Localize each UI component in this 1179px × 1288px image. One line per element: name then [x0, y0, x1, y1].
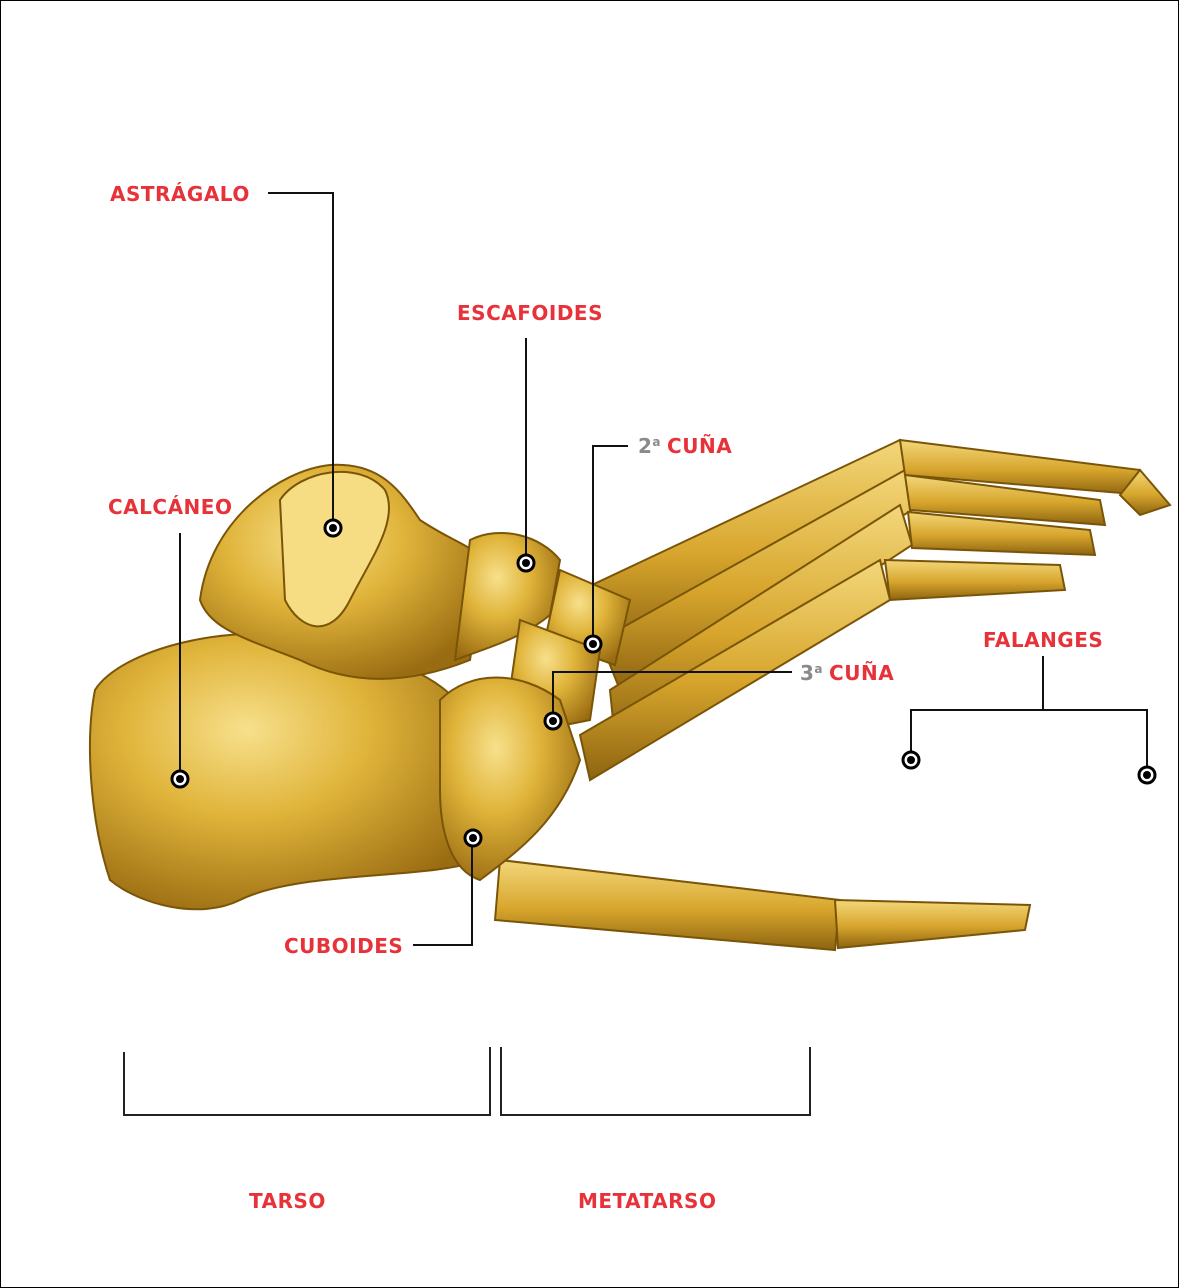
marker-falanges-1 — [903, 752, 919, 768]
label-cuna2-sup: a — [652, 435, 661, 449]
label-tarso: TARSO — [249, 1189, 326, 1213]
label-cuna3: 3a CUÑA — [800, 661, 894, 685]
marker-cuna2 — [585, 636, 601, 652]
leader-falanges-2 — [1043, 710, 1147, 767]
bracket-tarso — [124, 1047, 490, 1115]
label-cuna2-number: 2 — [638, 434, 652, 458]
label-cuna3-word: CUÑA — [829, 661, 894, 685]
label-escafoides: ESCAFOIDES — [457, 301, 603, 325]
marker-calcaneo — [172, 771, 188, 787]
leader-falanges — [911, 656, 1043, 757]
marker-astragalo — [325, 520, 341, 536]
label-cuna3-sup: a — [814, 662, 823, 676]
label-astragalo: ASTRÁGALO — [110, 182, 250, 206]
region-brackets — [124, 1047, 810, 1115]
label-cuna2: 2a CUÑA — [638, 434, 732, 458]
label-cuna2-word: CUÑA — [667, 434, 732, 458]
bracket-metatarso — [501, 1047, 810, 1115]
label-calcaneo: CALCÁNEO — [108, 495, 232, 519]
label-falanges: FALANGES — [983, 628, 1103, 652]
label-cuna3-number: 3 — [800, 661, 814, 685]
marker-escafoides — [518, 555, 534, 571]
label-cuboides: CUBOIDES — [284, 934, 403, 958]
marker-falanges-2 — [1139, 767, 1155, 783]
marker-cuboides — [465, 830, 481, 846]
label-metatarso: METATARSO — [578, 1189, 716, 1213]
cuboid-bone — [440, 678, 580, 881]
marker-cuna3 — [545, 713, 561, 729]
foot-skeleton — [90, 440, 1170, 950]
